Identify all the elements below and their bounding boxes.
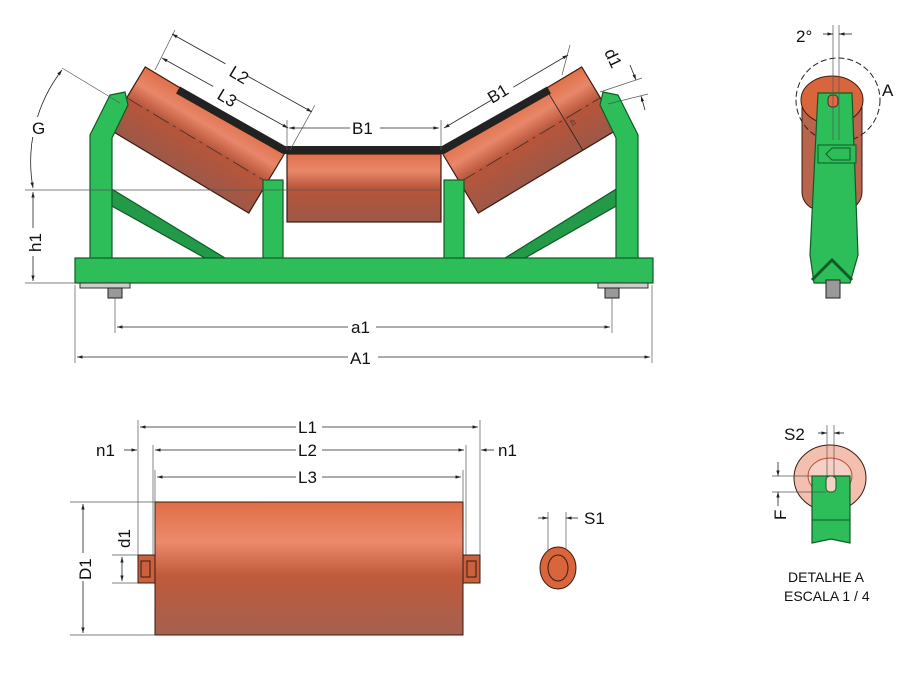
G-label: G — [32, 119, 45, 138]
S1-label: S1 — [584, 509, 605, 528]
F-label: F — [771, 510, 790, 520]
detail-a: S2 F DETALHE A ESCALA 1 / 4 — [771, 425, 870, 604]
detail-ref-label: A — [882, 81, 894, 100]
L2-roller-label: L2 — [298, 441, 317, 460]
B1-center-label: B1 — [352, 119, 373, 138]
d1-label: d1 — [600, 46, 625, 71]
n1-right-label: n1 — [498, 441, 517, 460]
detail-caption-scale: ESCALA 1 / 4 — [784, 588, 870, 604]
shaft-right — [462, 554, 481, 584]
detail-caption-title: DETALHE A — [788, 569, 865, 585]
bolt-right — [597, 282, 649, 299]
h1-label: h1 — [26, 233, 45, 252]
L1-label: L1 — [298, 418, 317, 437]
d1-roller-label: d1 — [115, 529, 134, 548]
roller-body — [154, 501, 464, 636]
n1-left-label: n1 — [96, 441, 115, 460]
side-view: 2° A — [795, 25, 894, 299]
center-roller — [286, 153, 442, 223]
a1-label: a1 — [351, 318, 370, 337]
angle-label: 2° — [796, 27, 812, 46]
A1-label: A1 — [350, 349, 371, 368]
side-bracket — [809, 92, 859, 284]
D1-label: D1 — [76, 558, 95, 580]
S2-label: S2 — [784, 425, 805, 444]
front-view: d1 h1 G a1 A1 — [22, 29, 654, 368]
detail-bracket — [811, 475, 851, 544]
base-beam — [74, 257, 654, 284]
roller-end-view — [539, 546, 577, 590]
roller-view: L1 L2 L3 n1 n1 D1 d1 S1 — [70, 417, 605, 636]
L3-roller-label: L3 — [298, 468, 317, 487]
svg-text:d1: d1 — [568, 119, 577, 128]
right-brace — [502, 186, 619, 259]
bolt-left — [79, 282, 131, 299]
left-brace — [109, 186, 228, 259]
